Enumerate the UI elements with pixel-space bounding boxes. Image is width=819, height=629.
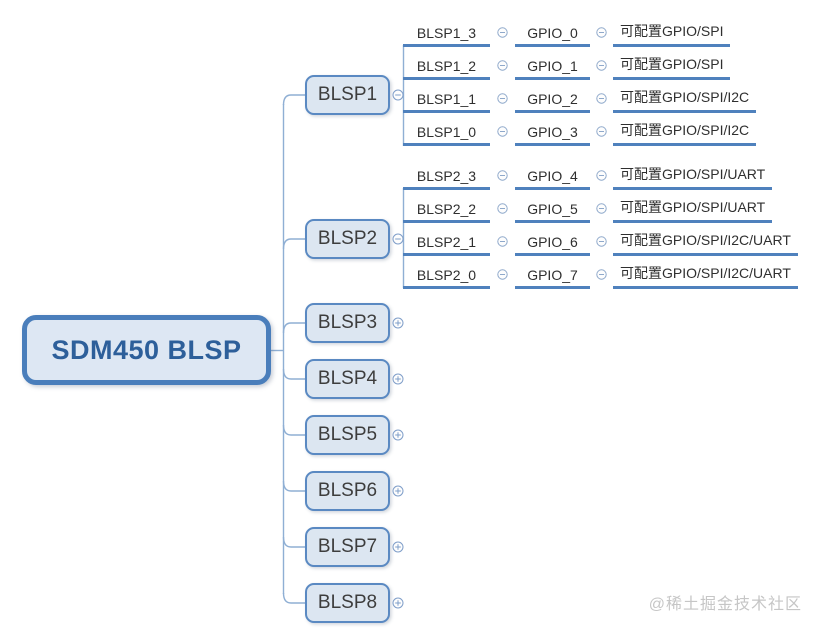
- collapse-icon[interactable]: [590, 198, 613, 223]
- leaf-row: BLSP2_2 GPIO_5 可配置GPIO/SPI/UART: [403, 198, 773, 223]
- gpio-topic[interactable]: GPIO_4: [515, 165, 590, 190]
- desc-topic[interactable]: 可配置GPIO/SPI/UART: [613, 198, 773, 223]
- collapse-icon[interactable]: [590, 55, 613, 80]
- desc-topic[interactable]: 可配置GPIO/SPI/I2C: [613, 88, 757, 113]
- expand-icon[interactable]: [392, 485, 404, 497]
- desc-topic[interactable]: 可配置GPIO/SPI/I2C/UART: [613, 264, 798, 289]
- collapse-icon[interactable]: [490, 264, 515, 289]
- pin-topic[interactable]: BLSP1_0: [403, 121, 490, 146]
- collapse-icon[interactable]: [490, 231, 515, 256]
- collapse-icon[interactable]: [490, 165, 515, 190]
- branch-node-blsp5[interactable]: BLSP5: [305, 415, 390, 455]
- branch-label: BLSP4: [317, 368, 378, 389]
- elbow-blsp1: [282, 94, 305, 106]
- gpio-topic[interactable]: GPIO_6: [515, 231, 590, 256]
- desc-topic[interactable]: 可配置GPIO/SPI/I2C/UART: [613, 231, 798, 256]
- elbow-blsp8: [282, 592, 305, 604]
- leaf-row: BLSP1_2 GPIO_1 可配置GPIO/SPI: [403, 55, 731, 80]
- gpio-topic[interactable]: GPIO_1: [515, 55, 590, 80]
- expand-icon[interactable]: [392, 429, 404, 441]
- pin-topic[interactable]: BLSP1_1: [403, 88, 490, 113]
- expand-icon[interactable]: [392, 373, 404, 385]
- branch-node-blsp3[interactable]: BLSP3: [305, 303, 390, 343]
- gpio-topic[interactable]: GPIO_5: [515, 198, 590, 223]
- branch-node-blsp8[interactable]: BLSP8: [305, 583, 390, 623]
- desc-topic[interactable]: 可配置GPIO/SPI: [613, 22, 731, 47]
- pin-topic[interactable]: BLSP2_2: [403, 198, 490, 223]
- desc-topic[interactable]: 可配置GPIO/SPI/I2C: [613, 121, 757, 146]
- pin-topic[interactable]: BLSP1_3: [403, 22, 490, 47]
- gpio-topic[interactable]: GPIO_0: [515, 22, 590, 47]
- branch-label: BLSP8: [317, 592, 378, 613]
- expand-icon[interactable]: [392, 317, 404, 329]
- collapse-icon[interactable]: [490, 198, 515, 223]
- pin-topic[interactable]: BLSP2_0: [403, 264, 490, 289]
- gpio-topic[interactable]: GPIO_7: [515, 264, 590, 289]
- branch-label: BLSP3: [317, 312, 378, 333]
- branch-label: BLSP2: [317, 228, 378, 249]
- pin-topic[interactable]: BLSP1_2: [403, 55, 490, 80]
- branch-node-blsp4[interactable]: BLSP4: [305, 359, 390, 399]
- collapse-icon[interactable]: [392, 233, 404, 245]
- branch-label: BLSP7: [317, 536, 378, 557]
- elbow-blsp7: [282, 536, 305, 548]
- branch-node-blsp1[interactable]: BLSP1: [305, 75, 390, 115]
- leaf-row: BLSP2_1 GPIO_6 可配置GPIO/SPI/I2C/UART: [403, 231, 798, 256]
- collapse-icon[interactable]: [590, 121, 613, 146]
- leaf-row: BLSP2_0 GPIO_7 可配置GPIO/SPI/I2C/UART: [403, 264, 798, 289]
- branch-node-blsp6[interactable]: BLSP6: [305, 471, 390, 511]
- watermark: @稀土掘金技术社区: [648, 596, 802, 613]
- collapse-icon[interactable]: [490, 55, 515, 80]
- collapse-icon[interactable]: [490, 121, 515, 146]
- leaf-row: BLSP2_3 GPIO_4 可配置GPIO/SPI/UART: [403, 165, 773, 190]
- elbow-blsp5: [282, 424, 305, 436]
- collapse-icon[interactable]: [490, 88, 515, 113]
- branch-label: BLSP6: [317, 480, 378, 501]
- gpio-topic[interactable]: GPIO_2: [515, 88, 590, 113]
- collapse-icon[interactable]: [392, 89, 404, 101]
- expand-icon[interactable]: [392, 541, 404, 553]
- branch-node-blsp7[interactable]: BLSP7: [305, 527, 390, 567]
- pin-topic[interactable]: BLSP2_1: [403, 231, 490, 256]
- collapse-icon[interactable]: [590, 231, 613, 256]
- desc-topic[interactable]: 可配置GPIO/SPI: [613, 55, 731, 80]
- root-node[interactable]: SDM450 BLSP: [22, 315, 271, 385]
- collapse-icon[interactable]: [590, 88, 613, 113]
- elbow-blsp6: [282, 480, 305, 492]
- leaf-row: BLSP1_1 GPIO_2 可配置GPIO/SPI/I2C: [403, 88, 757, 113]
- desc-topic[interactable]: 可配置GPIO/SPI/UART: [613, 165, 773, 190]
- collapse-icon[interactable]: [590, 165, 613, 190]
- gpio-topic[interactable]: GPIO_3: [515, 121, 590, 146]
- branch-node-blsp2[interactable]: BLSP2: [305, 219, 390, 259]
- elbow-blsp3: [282, 322, 305, 334]
- elbow-blsp4: [282, 368, 305, 380]
- root-label: SDM450 BLSP: [51, 334, 242, 365]
- collapse-icon[interactable]: [490, 22, 515, 47]
- branch-label: BLSP1: [317, 84, 378, 105]
- collapse-icon[interactable]: [590, 22, 613, 47]
- leaf-row: BLSP1_3 GPIO_0 可配置GPIO/SPI: [403, 22, 731, 47]
- collapse-icon[interactable]: [590, 264, 613, 289]
- branch-label: BLSP5: [317, 424, 378, 445]
- leaf-row: BLSP1_0 GPIO_3 可配置GPIO/SPI/I2C: [403, 121, 757, 146]
- pin-topic[interactable]: BLSP2_3: [403, 165, 490, 190]
- elbow-blsp2: [282, 238, 305, 250]
- expand-icon[interactable]: [392, 597, 404, 609]
